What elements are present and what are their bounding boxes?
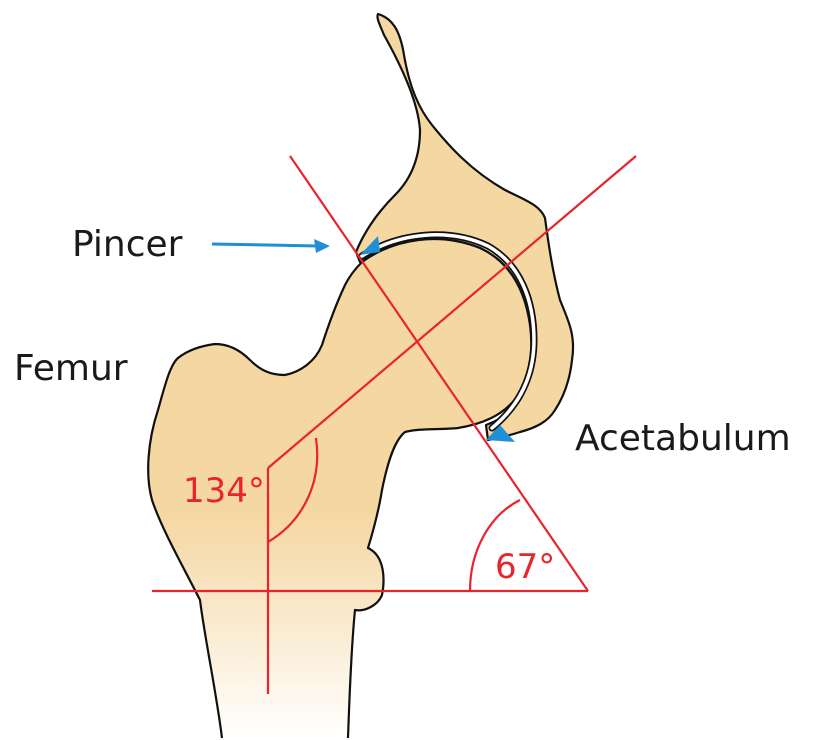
pincer-arrow-line: [212, 244, 318, 246]
pincer-arrow-head: [314, 239, 330, 253]
femur-label: Femur: [14, 348, 128, 389]
acetabulum-label: Acetabulum: [575, 418, 791, 459]
acetabular-angle-label: 67°: [495, 547, 555, 587]
pincer-label: Pincer: [72, 224, 183, 265]
neck-shaft-angle-label: 134°: [183, 471, 265, 511]
